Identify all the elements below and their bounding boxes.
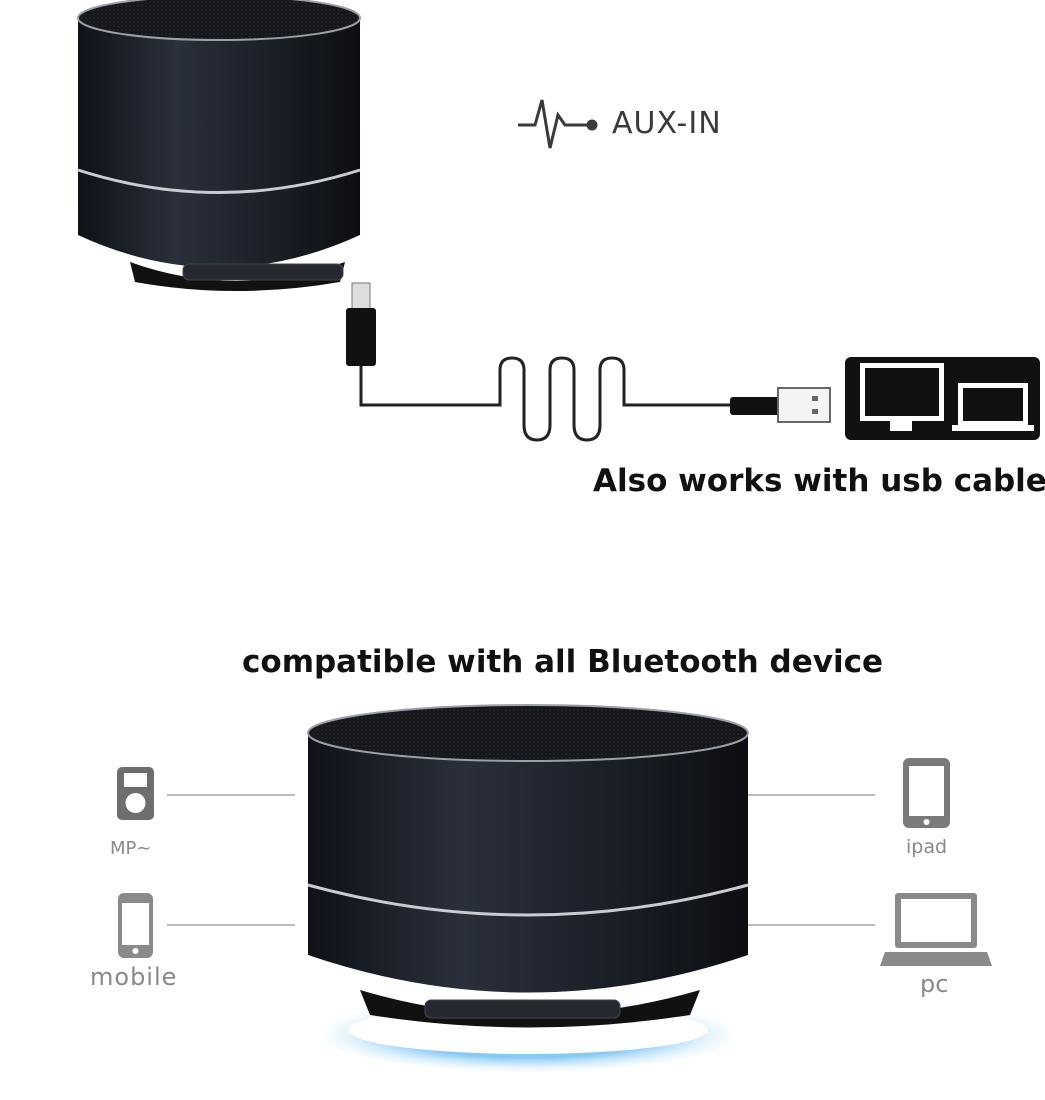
ipad-label: ipad [906, 836, 948, 858]
mp3-player-icon [117, 767, 154, 820]
speaker-bottom [307, 704, 749, 1073]
usb-cable [346, 282, 831, 442]
mobile-label: mobile [90, 963, 178, 991]
pulse-jack-icon [518, 99, 598, 149]
bluetooth-title: compatible with all Bluetooth device [242, 644, 883, 680]
laptop-icon [880, 893, 992, 966]
connection-lines [167, 794, 875, 926]
mp3-label: MP~ [110, 838, 152, 859]
computer-icons [845, 357, 1040, 440]
speaker-buttons [182, 263, 344, 281]
usb-caption: Also works with usb cable [593, 463, 1045, 499]
mobile-phone-icon [118, 893, 153, 958]
tablet-icon [903, 758, 950, 828]
pc-label: pc [920, 970, 949, 998]
speaker-top [77, 0, 361, 291]
aux-in-label: AUX-IN [612, 106, 722, 141]
